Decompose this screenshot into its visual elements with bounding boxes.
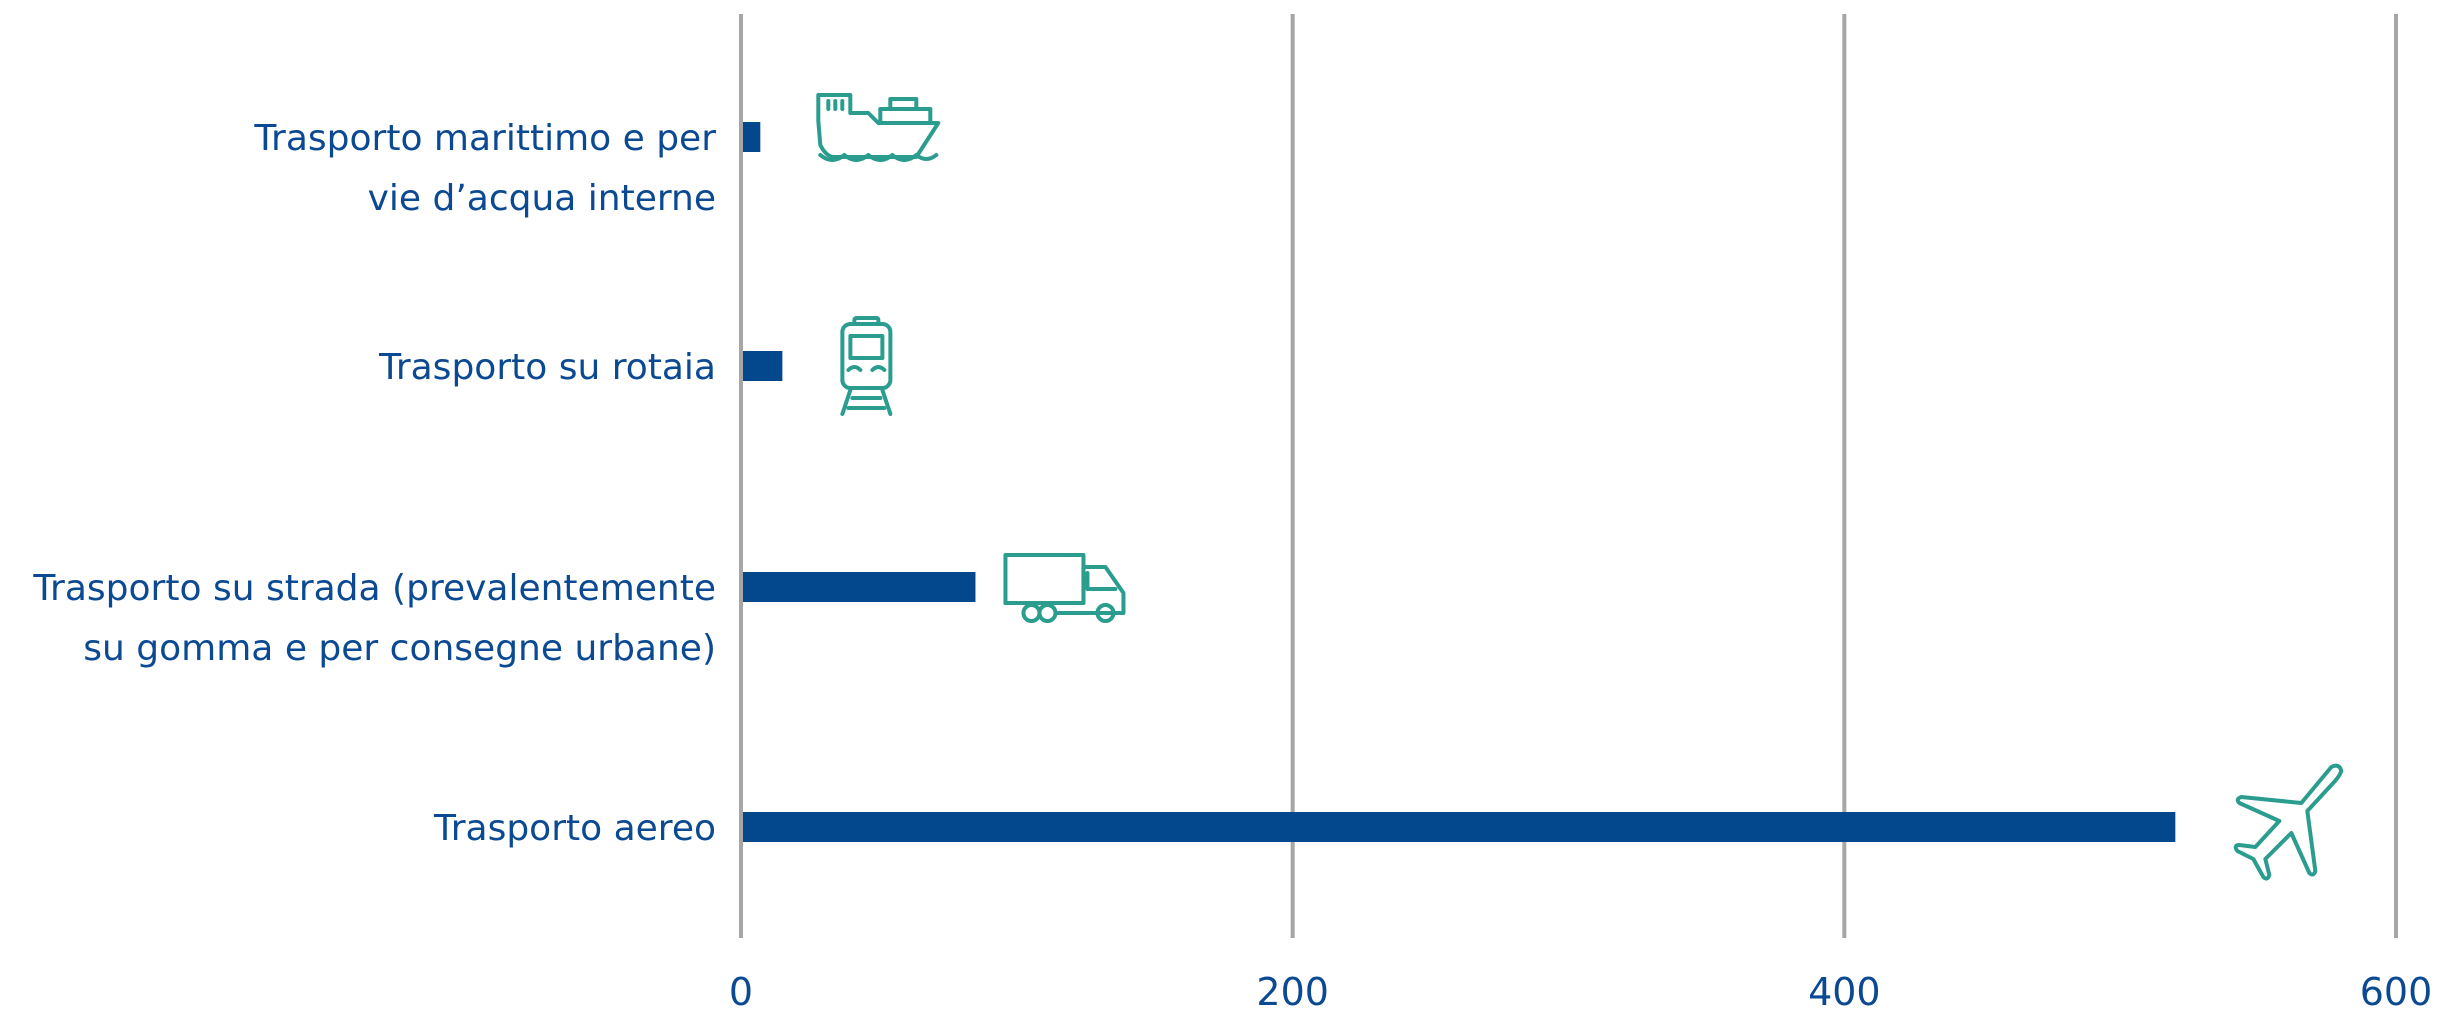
x-tick-label: 200	[1256, 970, 1329, 1014]
category-label: su gomma e per consegne urbane)	[83, 628, 716, 669]
category-label: Trasporto su rotaia	[378, 347, 716, 388]
bar-0	[743, 122, 761, 152]
x-axis-ticks: 0 200 400 600	[729, 970, 2432, 1014]
bar-2	[743, 572, 976, 602]
bar-1	[743, 351, 783, 381]
x-tick-label: 400	[1808, 970, 1881, 1014]
truck-icon	[1003, 553, 1126, 623]
category-label: Trasporto marittimo e per	[253, 118, 716, 159]
ship-icon	[816, 93, 941, 162]
x-tick-label: 600	[2360, 970, 2433, 1014]
gridlines	[739, 14, 2398, 938]
bars	[743, 122, 2176, 842]
bar-3	[743, 812, 2176, 842]
airplane-icon	[2233, 763, 2344, 881]
category-labels: Trasporto marittimo e per vie d’acqua int…	[32, 118, 716, 849]
x-tick-label: 0	[729, 970, 753, 1014]
category-label: vie d’acqua interne	[368, 178, 716, 219]
category-icons	[816, 93, 2344, 881]
category-label: Trasporto su strada (prevalentemente	[32, 568, 716, 609]
train-icon	[840, 316, 893, 416]
category-label: Trasporto aereo	[433, 808, 716, 849]
